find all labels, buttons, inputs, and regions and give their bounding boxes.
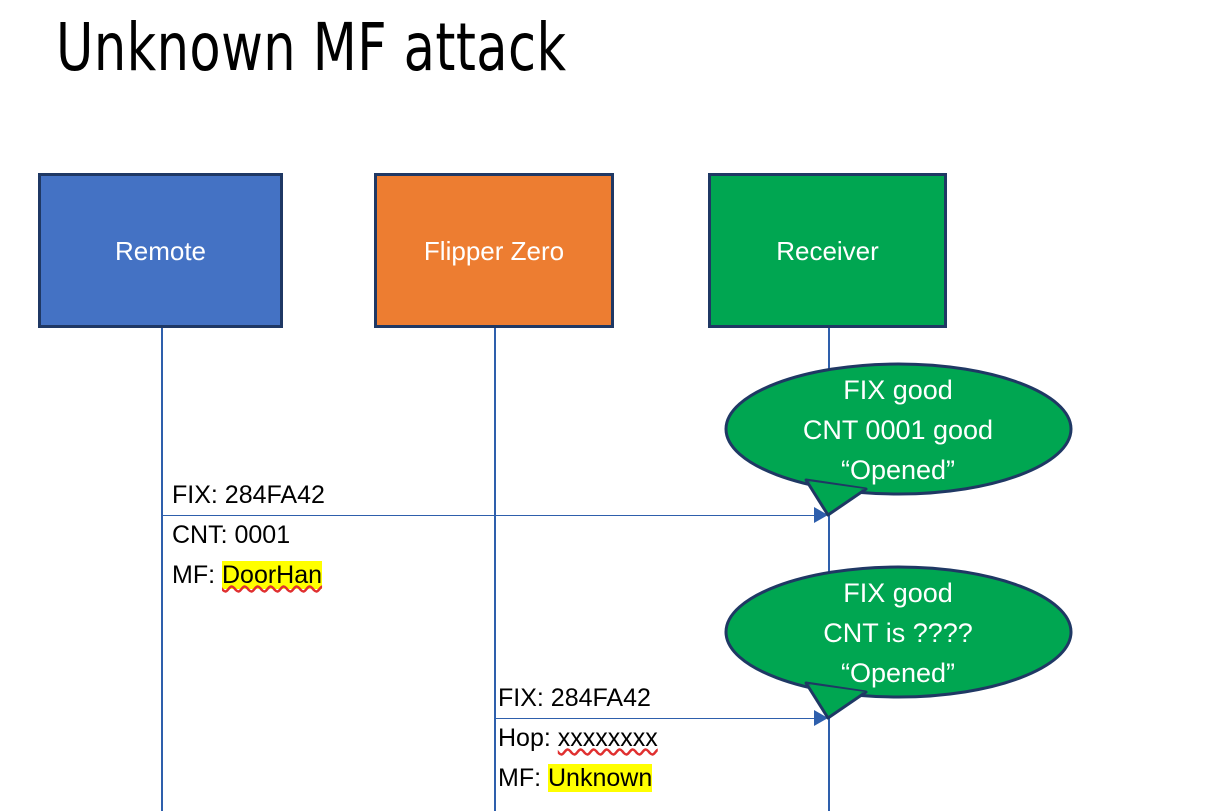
actor-label-receiver: Receiver [776,235,879,266]
message-1-line-3-value: DoorHan [222,561,323,589]
message-arrow-line-1 [162,515,816,516]
message-1-line-2: CNT: 0001 [172,515,290,555]
message-2-line-1-value: 284FA42 [550,684,651,712]
message-1-line-1-label: FIX: [172,481,225,509]
message-1-line-2-label: CNT: [172,521,235,549]
message-1-line-1: FIX: 284FA42 [172,475,325,515]
actor-box-receiver[interactable]: Receiver [708,173,947,328]
message-2-line-3: MF: Unknown [498,758,653,798]
message-1-line-2-value: 0001 [234,521,291,549]
page-title: Unknown MF attack [56,9,567,86]
message-arrow-line-2 [495,718,816,719]
message-1-line-3: MF: DoorHan [172,555,323,595]
actor-label-remote: Remote [114,235,207,266]
bubble-first-response[interactable]: FIX good CNT 0001 good “Opened” [724,362,1073,517]
message-1-line-3-label: MF: [172,561,222,589]
lifeline-remote [161,325,163,811]
message-2-line-2: Hop: xxxxxxxx [498,718,658,758]
message-2-line-3-value: Unknown [548,764,653,792]
actor-label-flipper: Flipper Zero [423,235,565,266]
lifeline-flipper [494,325,496,811]
actor-box-flipper[interactable]: Flipper Zero [374,173,614,328]
actor-box-remote[interactable]: Remote [38,173,283,328]
bubble-second-response[interactable]: FIX good CNT is ???? “Opened” [724,565,1073,720]
message-2-line-1: FIX: 284FA42 [498,678,651,718]
bubble-shape-2 [724,565,1073,720]
message-2-line-2-label: Hop: [498,724,558,752]
bubble-shape-1 [724,362,1073,517]
message-2-line-2-value: xxxxxxxx [557,724,658,752]
message-2-line-1-label: FIX: [498,684,551,712]
message-1-line-1-value: 284FA42 [224,481,325,509]
lifeline-receiver [828,325,830,811]
message-2-line-3-label: MF: [498,764,548,792]
